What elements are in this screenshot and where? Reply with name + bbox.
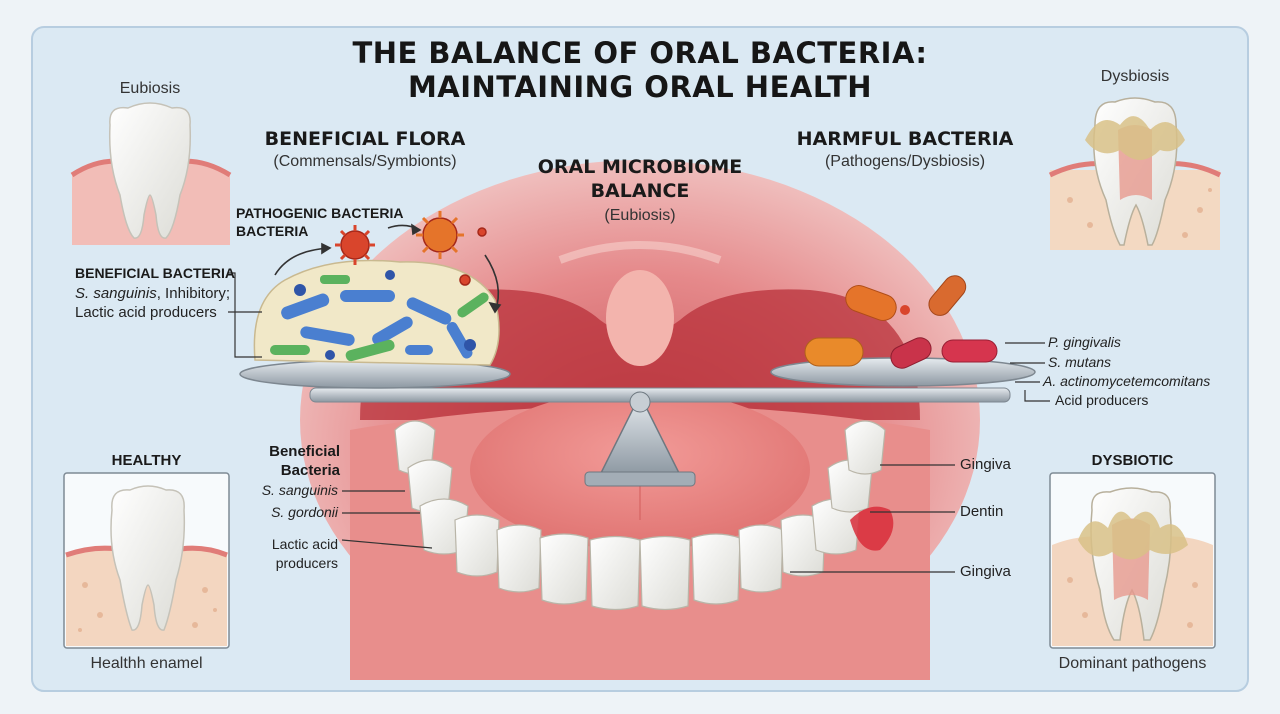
p-gingivalis-label: P. gingivalis — [1048, 334, 1121, 350]
pathogenic-label-line-1: PATHOGENIC BACTERIA — [236, 205, 404, 221]
s-sanguinis-label: S. sanguinis — [261, 482, 338, 498]
a-actinomycetemcomitans-label: A. actinomycetemcomitans — [1043, 373, 1211, 389]
lactic-acid-label: Lactic acid producers — [75, 304, 217, 321]
species-note: , Inhibitory; — [156, 285, 231, 302]
right-leader-lines — [1005, 342, 1050, 402]
title-line-1: THE BALANCE OF ORAL BACTERIA: — [352, 36, 928, 70]
left-leader-lines — [228, 272, 262, 358]
pathogenic-label-line-2: BACTERIA — [236, 223, 309, 239]
pathogen-cells-left — [335, 211, 487, 286]
lower-lactic-acid-2: producers — [275, 555, 338, 571]
lower-lactic-acid-1: Lactic acid — [271, 536, 338, 552]
lower-right-leader-lines — [790, 464, 955, 573]
beneficial-flora-subheading: (Commensals/Symbionts) — [273, 153, 457, 170]
gum-lesion — [850, 506, 894, 551]
uvula — [606, 270, 674, 366]
scale-beam — [309, 387, 1011, 403]
healthy-caption: Healthh enamel — [90, 655, 203, 672]
acid-producers-label: Acid producers — [1055, 392, 1149, 408]
healthy-label: HEALTHY — [111, 452, 182, 469]
beneficial-bacteria-species-line: S. sanguinis, Inhibitory; — [75, 285, 230, 302]
gingiva-label-1: Gingiva — [960, 456, 1011, 473]
harmful-bacteria-subheading: (Pathogens/Dysbiosis) — [824, 153, 986, 170]
harmful-bacteria-heading: HARMFUL BACTERIA — [796, 128, 1014, 150]
scale-base — [584, 471, 696, 487]
healthy-tooth-frame — [63, 472, 230, 649]
dysbiotic-caption: Dominant pathogens — [1058, 655, 1207, 672]
center-heading-line-1: ORAL MICROBIOME — [537, 156, 743, 178]
gingiva-label-2: Gingiva — [960, 563, 1011, 580]
dysbiosis-label: Dysbiosis — [1100, 68, 1170, 85]
decayed-tooth-frame — [1049, 472, 1216, 649]
eubiosis-label: Eubiosis — [119, 80, 181, 97]
s-gordonii-label: S. gordonii — [271, 504, 338, 520]
s-mutans-label: S. mutans — [1048, 354, 1112, 370]
species-name: S. sanguinis — [75, 285, 157, 302]
lower-left-leader-lines — [341, 490, 433, 549]
center-heading-line-2: BALANCE — [590, 180, 690, 202]
pathogen-cells-right — [804, 275, 998, 369]
healthy-tooth-top-left — [70, 102, 232, 245]
beneficial-bacteria-heading: BENEFICIAL BACTERIA — [75, 265, 235, 281]
title-line-2: MAINTAINING ORAL HEALTH — [407, 70, 873, 104]
dysbiotic-label: DYSBIOTIC — [1091, 452, 1174, 469]
center-subheading: (Eubiosis) — [604, 207, 676, 224]
arrows-left — [274, 223, 502, 314]
beneficial-biofilm — [253, 259, 500, 366]
decayed-tooth-top-right — [1048, 97, 1222, 250]
lower-beneficial-heading-1: Beneficial — [269, 443, 340, 460]
lower-beneficial-heading-2: Bacteria — [280, 462, 340, 479]
lower-teeth — [394, 420, 886, 611]
beneficial-flora-heading: BENEFICIAL FLORA — [264, 128, 466, 150]
dentin-label: Dentin — [960, 503, 1004, 520]
